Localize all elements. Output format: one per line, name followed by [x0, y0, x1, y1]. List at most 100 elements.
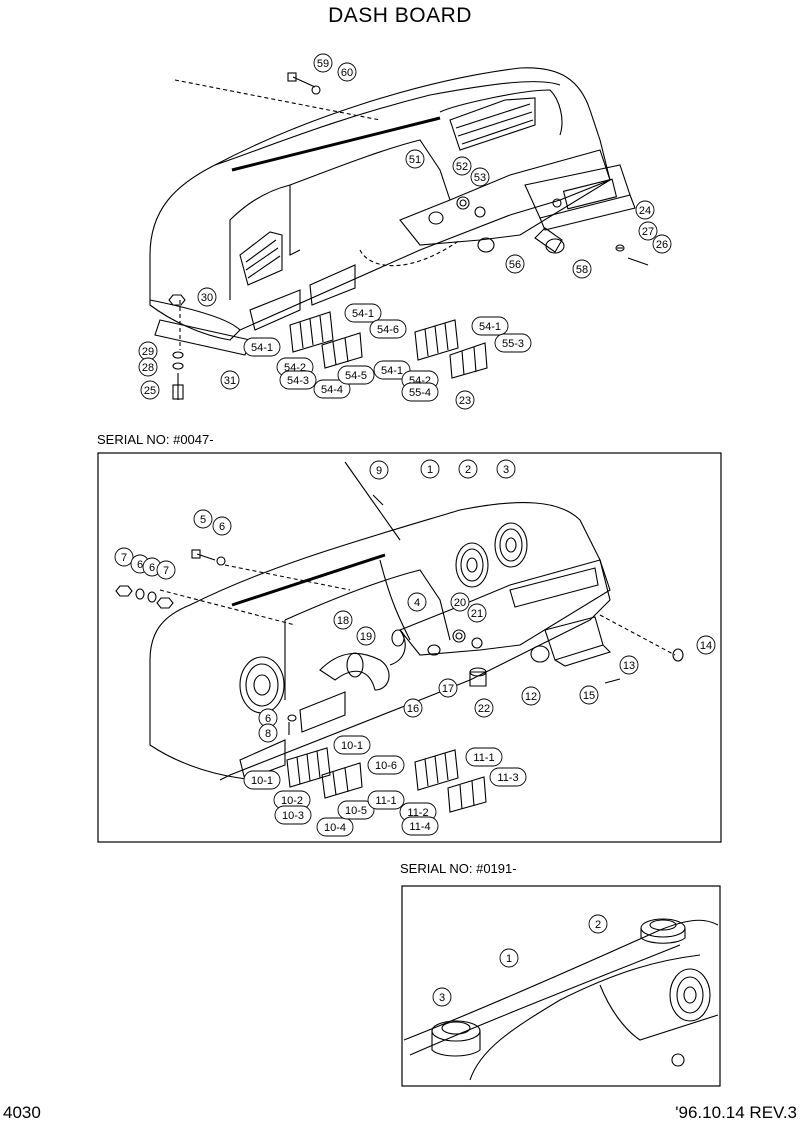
callout-5: 5	[193, 509, 213, 529]
page-number: 4030	[3, 1103, 41, 1122]
callout-11-2: 11-2	[399, 802, 437, 822]
callout-10-1: 10-1	[333, 735, 371, 755]
callout-10-6: 10-6	[367, 755, 405, 775]
speaker-bottom-left	[431, 1020, 481, 1057]
callout-label: 6	[265, 713, 271, 725]
callout-7: 7	[114, 547, 134, 567]
callout-10-5: 10-5	[337, 800, 375, 820]
callout-label: 18	[337, 615, 349, 627]
callout-label: 11-2	[407, 807, 428, 819]
callout-15: 15	[579, 685, 599, 705]
callout-10-3: 10-3	[274, 805, 312, 825]
frame-bottom	[401, 885, 721, 1087]
callout-label: 54-1	[352, 308, 374, 320]
callout-58: 58	[572, 259, 592, 279]
callout-label: 54-4	[321, 384, 343, 396]
callout-label: 1	[506, 953, 512, 965]
callout-51: 51	[405, 149, 425, 169]
callout-label: 10-2	[281, 795, 303, 807]
callout-label: 51	[409, 154, 421, 166]
callout-16: 16	[403, 698, 423, 718]
callout-label: 11-1	[473, 752, 494, 764]
callout-54-3: 54-3	[279, 370, 317, 390]
dashboard-assembly-top	[149, 67, 649, 400]
callout-label: 55-4	[409, 387, 431, 399]
switch-bank-10	[286, 747, 363, 799]
vent-right	[449, 97, 536, 151]
callout-11-1: 11-1	[465, 747, 503, 767]
callout-26: 26	[652, 234, 672, 254]
callout-label: 58	[576, 264, 588, 276]
revision-label: '96.10.14 REV.3	[675, 1103, 797, 1122]
callout-label: 12	[525, 691, 537, 703]
callout-label: 9	[376, 465, 382, 477]
callout-8: 8	[258, 723, 278, 743]
callout-label: 22	[478, 703, 490, 715]
speaker-bottom-right	[669, 968, 711, 1022]
callout-54-6: 54-6	[369, 319, 407, 339]
speaker-mid-center	[455, 542, 489, 588]
callout-22: 22	[474, 698, 494, 718]
callout-3: 3	[496, 459, 516, 479]
callout-label: 7	[163, 565, 169, 577]
callout-11-1: 11-1	[367, 790, 405, 810]
callout-label: 31	[224, 375, 236, 387]
callout-54-4: 54-4	[313, 379, 351, 399]
callout-24: 24	[635, 200, 655, 220]
callout-label: 52	[456, 161, 468, 173]
callout-label: 10-4	[324, 822, 346, 834]
callout-label: 11-4	[409, 821, 430, 833]
callout-label: 10-5	[345, 805, 367, 817]
callout-label: 53	[474, 172, 486, 184]
callout-10-2: 10-2	[273, 790, 311, 810]
callout-label: 6	[219, 521, 225, 533]
callout-20: 20	[450, 592, 470, 612]
callout-label: 10-1	[251, 775, 273, 787]
callout-54-1: 54-1	[373, 360, 411, 380]
callout-54-1: 54-1	[471, 316, 509, 336]
callout-label: 60	[341, 67, 353, 79]
callout-label: 24	[639, 205, 651, 217]
callout-label: 54-3	[287, 375, 309, 387]
callout-label: 6	[149, 562, 155, 574]
callout-55-3: 55-3	[494, 333, 532, 353]
callout-label: 54-6	[377, 324, 399, 336]
vent-left	[239, 231, 283, 286]
callout-52: 52	[452, 156, 472, 176]
callout-label: 56	[509, 259, 521, 271]
callout-label: 10-3	[282, 810, 304, 822]
callout-4: 4	[407, 592, 427, 612]
callout-53: 53	[470, 167, 490, 187]
serial-label-lower: SERIAL NO: #0191-	[400, 861, 517, 876]
callout-56: 56	[505, 254, 525, 274]
callout-6: 6	[212, 516, 232, 536]
callout-54-1: 54-1	[344, 303, 382, 323]
callout-label: 54-1	[251, 342, 273, 354]
callout-label: 2	[595, 919, 601, 931]
callout-31: 31	[220, 370, 240, 390]
callout-25: 25	[140, 380, 160, 400]
callout-label: 3	[439, 992, 445, 1004]
callout-label: 16	[407, 703, 419, 715]
callout-label: 2	[465, 464, 471, 476]
callout-label: 6	[137, 559, 143, 571]
frame-middle	[97, 452, 722, 843]
callout-label: 1	[427, 464, 433, 476]
callout-label: 54-5	[345, 370, 367, 382]
callout-label: 19	[360, 631, 372, 643]
speaker-bottom-top	[640, 918, 686, 944]
switch-bank-54	[289, 311, 363, 369]
callout-label: 10-1	[341, 740, 363, 752]
callout-label: 59	[317, 58, 329, 70]
callout-54-5: 54-5	[337, 365, 375, 385]
callout-label: 8	[265, 728, 271, 740]
callout-13: 13	[619, 655, 639, 675]
callout-54-1: 54-1	[243, 337, 281, 357]
callout-55-4: 55-4	[401, 382, 439, 402]
callout-11-3: 11-3	[489, 767, 527, 787]
callout-label: 23	[459, 395, 471, 407]
serial-label-upper: SERIAL NO: #0047-	[97, 432, 214, 447]
callout-30: 30	[197, 287, 217, 307]
